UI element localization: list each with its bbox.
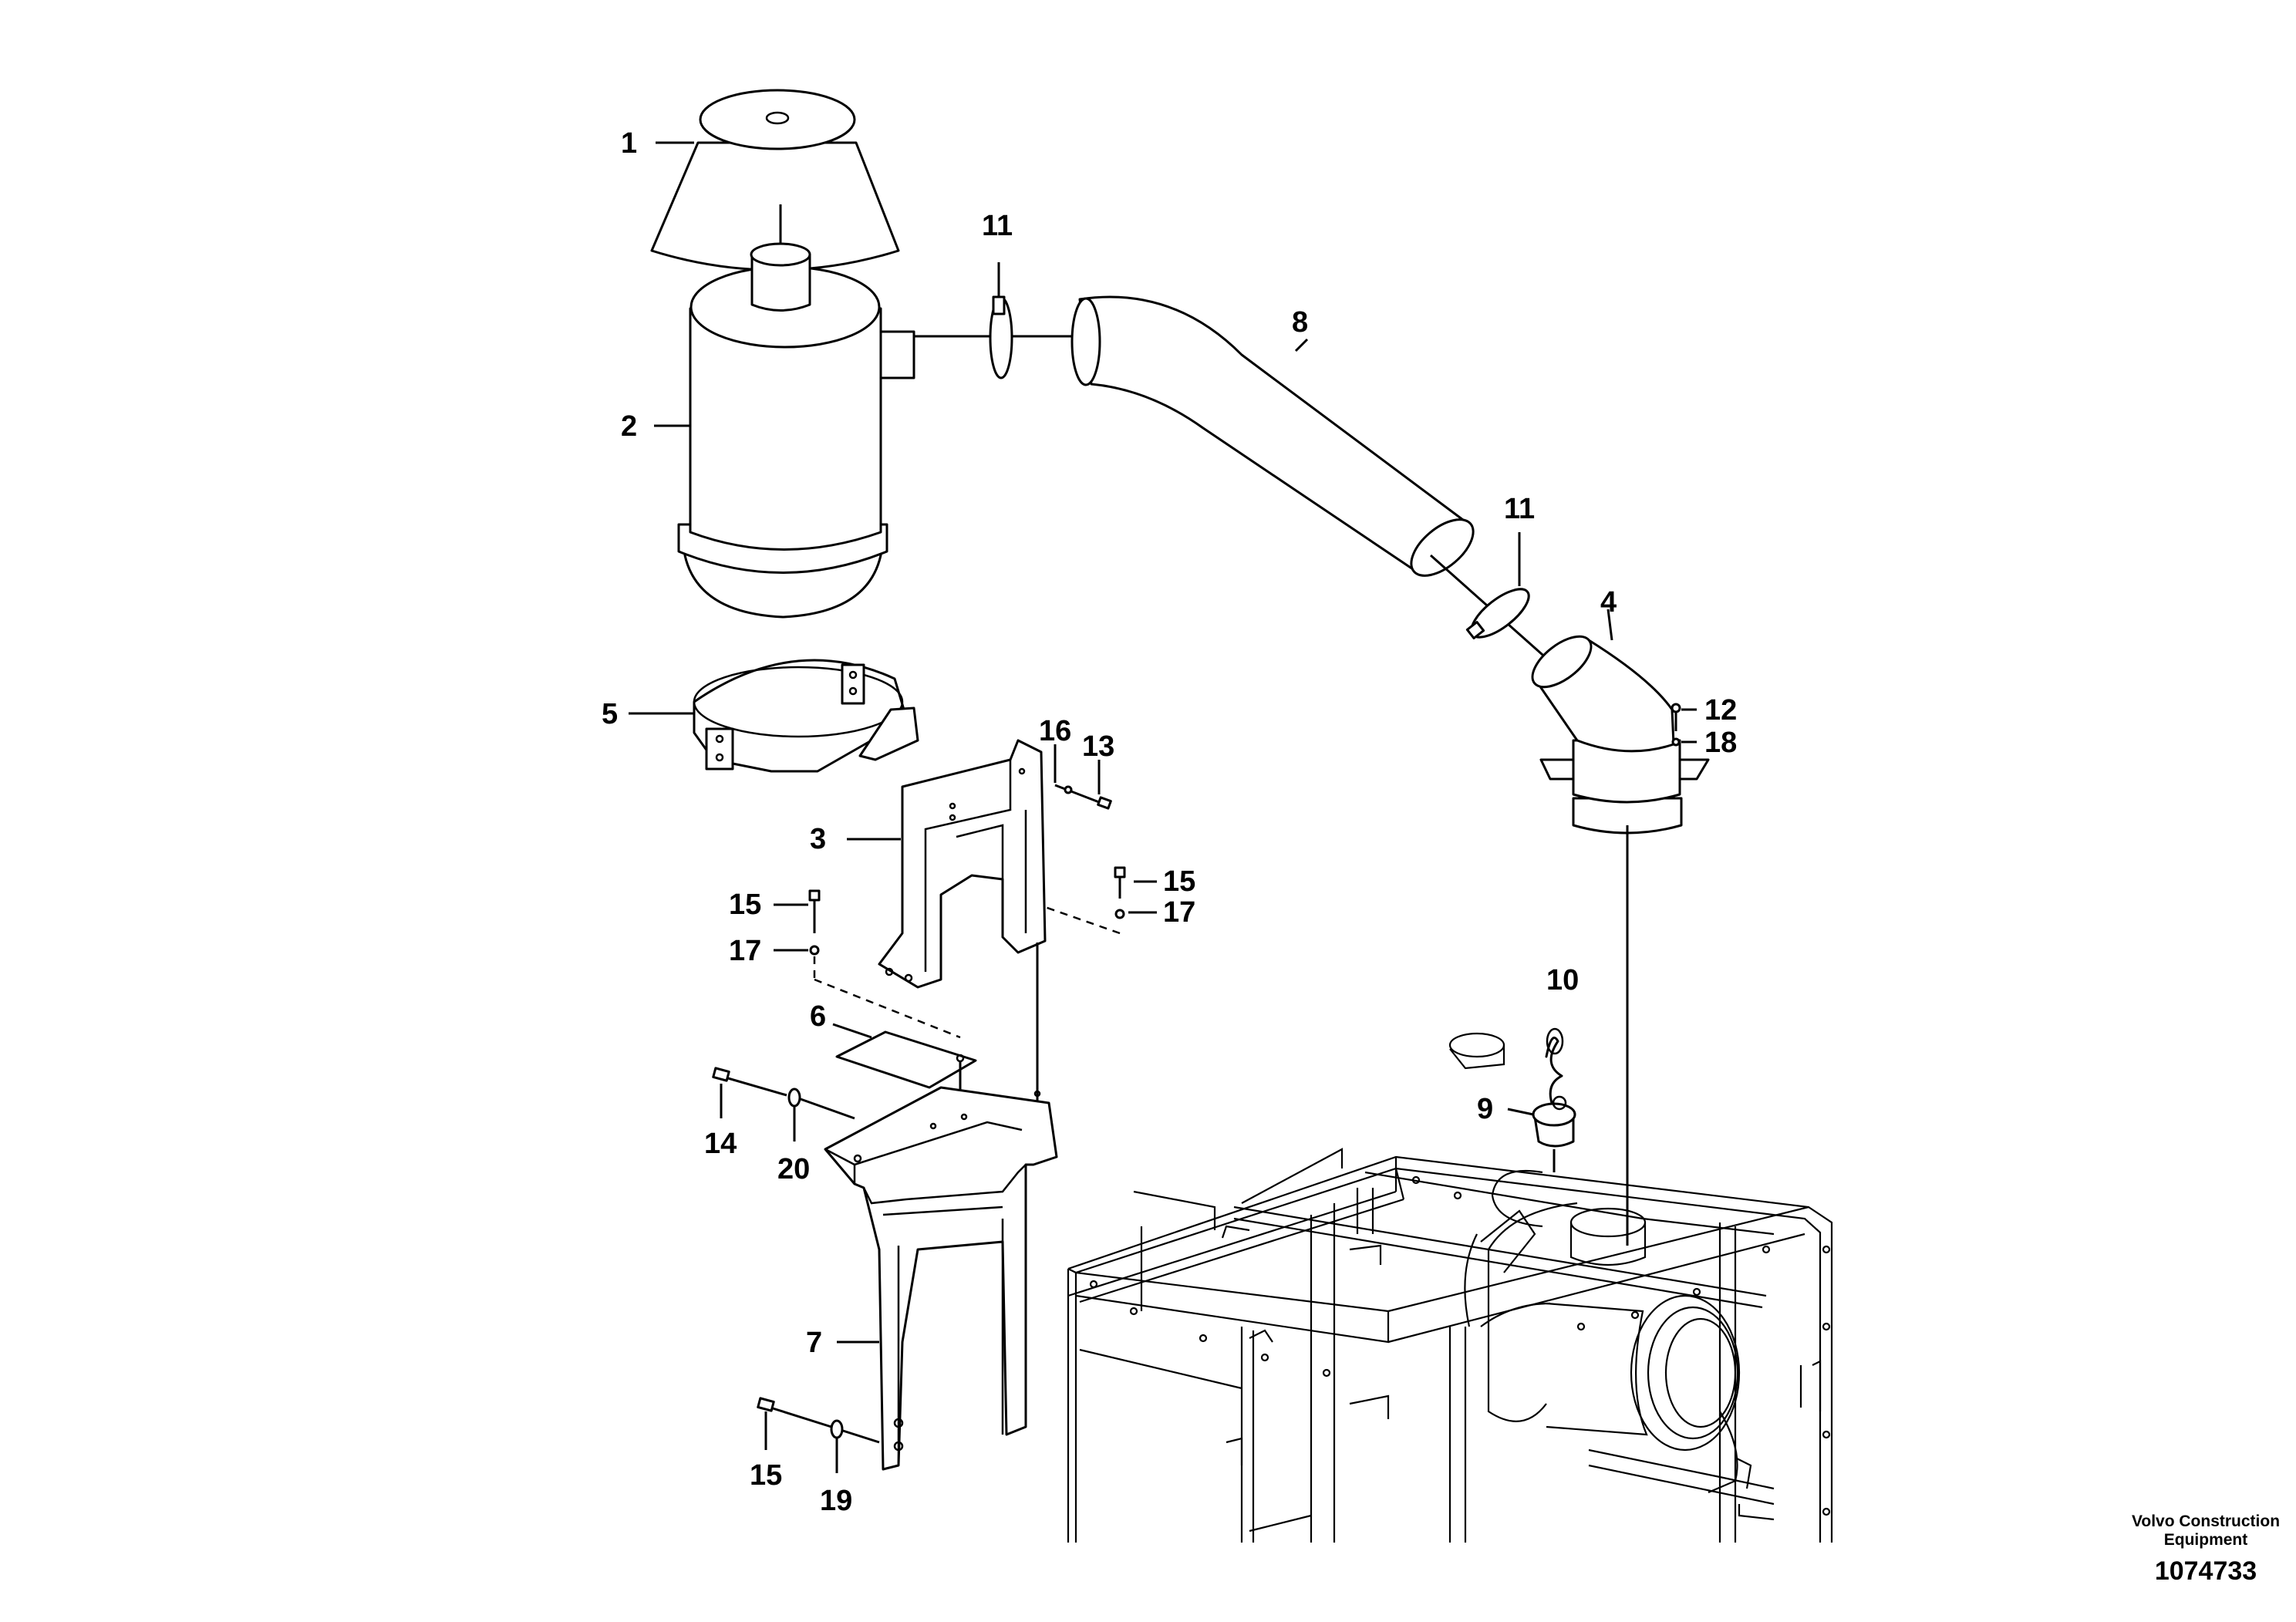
callout-17-right: 17 <box>1163 896 1195 929</box>
part-bolt-15-right <box>1042 866 1126 935</box>
callout-11-upper: 11 <box>982 210 1013 242</box>
callout-16: 16 <box>1039 715 1071 747</box>
part-air-inlet-elbow <box>1531 609 1710 1246</box>
footer: Volvo Construction Equipment 1074733 <box>2132 1512 2280 1586</box>
part-screw-12 <box>1671 703 1681 747</box>
callout-17-left: 17 <box>729 935 761 967</box>
callout-20: 20 <box>777 1153 810 1185</box>
callout-15-lower: 15 <box>750 1459 782 1492</box>
part-air-filter-housing <box>677 204 915 619</box>
callout-7: 7 <box>806 1327 822 1359</box>
part-intake-hose <box>1070 295 1475 577</box>
part-bolt-15-left <box>808 889 961 1039</box>
part-strap-clamp <box>693 659 919 773</box>
brand-line-2: Equipment <box>2164 1531 2248 1549</box>
callout-10: 10 <box>1546 964 1579 996</box>
part-bolt-15-lower <box>757 1397 880 1444</box>
callout-11-lower: 11 <box>1504 493 1535 525</box>
part-support-bracket <box>878 739 1047 1103</box>
callout-3: 3 <box>810 823 826 855</box>
part-bolt-14 <box>712 1067 855 1120</box>
brand-line-1: Volvo Construction <box>2132 1512 2280 1530</box>
part-dust-cap <box>1532 1027 1576 1172</box>
callout-12: 12 <box>1704 694 1737 727</box>
callout-19: 19 <box>820 1485 852 1517</box>
part-bolt-13 <box>1054 784 1112 810</box>
machine-frame <box>1067 1032 1833 1543</box>
part-hose-clamp-upper <box>914 262 1080 379</box>
callouts: 1 2 3 4 5 6 7 8 9 10 11 11 12 13 14 15 1… <box>602 127 1737 1517</box>
callout-15-left: 15 <box>729 889 761 921</box>
callout-9: 9 <box>1477 1093 1493 1125</box>
callout-5: 5 <box>602 698 618 730</box>
callout-4: 4 <box>1600 586 1617 619</box>
callout-2: 2 <box>621 410 637 443</box>
callout-15-right: 15 <box>1163 865 1195 898</box>
callout-18: 18 <box>1704 727 1737 759</box>
callout-14: 14 <box>704 1128 737 1160</box>
callout-6: 6 <box>810 1000 826 1033</box>
callout-13: 13 <box>1082 730 1114 763</box>
document-number: 1074733 <box>2155 1556 2257 1586</box>
part-precleaner-cap <box>650 89 900 271</box>
callout-8: 8 <box>1292 306 1308 339</box>
callout-1: 1 <box>621 127 637 160</box>
part-stand <box>824 1086 1058 1471</box>
